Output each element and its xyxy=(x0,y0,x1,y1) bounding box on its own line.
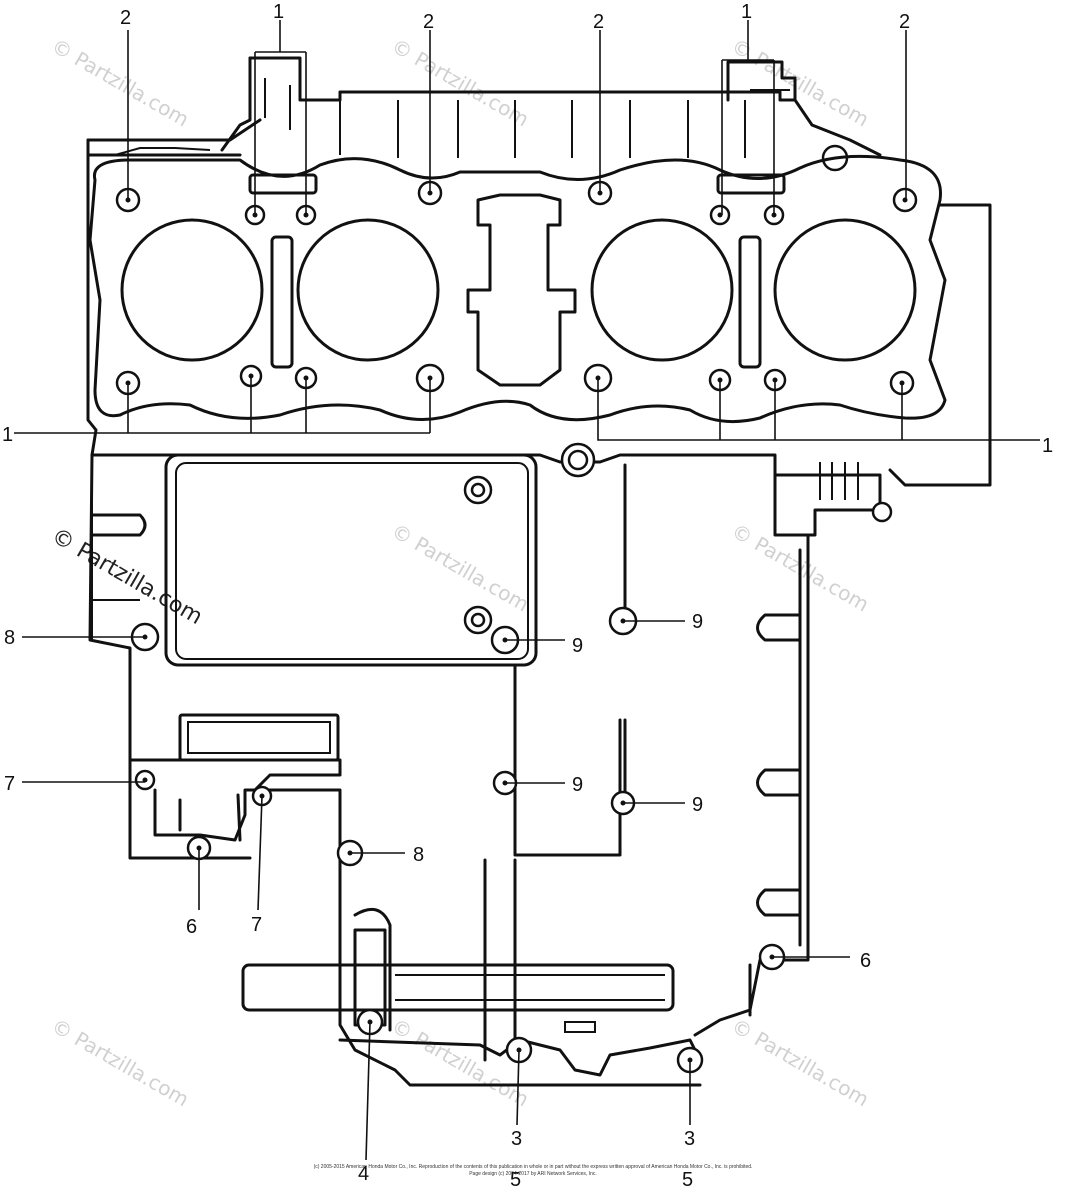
callout-5: 5 xyxy=(510,1169,521,1191)
watermark-dark: © Partzilla.com xyxy=(47,524,207,631)
watermark: © Partzilla.com xyxy=(388,1014,534,1112)
callout-2: 2 xyxy=(423,11,434,33)
leader-lines xyxy=(14,20,1040,1161)
callout-7: 7 xyxy=(4,773,15,795)
watermark: © Partzilla.com xyxy=(728,34,874,132)
callout-4: 4 xyxy=(358,1163,369,1185)
callout-5: 5 xyxy=(682,1169,693,1191)
watermark: © Partzilla.com xyxy=(48,1014,194,1112)
watermark-layer: © Partzilla.com © Partzilla.com © Partzi… xyxy=(47,34,873,1112)
callout-1: 1 xyxy=(1042,435,1053,457)
callout-1: 1 xyxy=(741,1,752,23)
callout-8: 8 xyxy=(4,627,15,649)
callout-1: 1 xyxy=(2,424,13,446)
page-design-line: Page design (c) 2004-2017 by ARI Network… xyxy=(469,1171,597,1177)
callout-3: 3 xyxy=(511,1128,522,1150)
cylinder-block xyxy=(86,56,992,860)
footer-copyright: (c) 2005-2015 American Honda Motor Co., … xyxy=(314,1164,753,1177)
callout-labels: 2 1 2 2 1 2 1 1 8 9 9 7 9 9 8 6 7 6 4 3 … xyxy=(2,1,1053,1191)
copyright-line: (c) 2005-2015 American Honda Motor Co., … xyxy=(314,1164,753,1170)
callout-9: 9 xyxy=(692,611,703,633)
callout-9: 9 xyxy=(692,794,703,816)
callout-9: 9 xyxy=(572,635,583,657)
callout-2: 2 xyxy=(120,7,131,29)
callout-7: 7 xyxy=(251,914,262,936)
watermark: © Partzilla.com xyxy=(48,34,194,132)
watermark: © Partzilla.com xyxy=(388,34,534,132)
callout-1: 1 xyxy=(273,1,284,23)
callout-9: 9 xyxy=(572,774,583,796)
watermark: © Partzilla.com xyxy=(728,1014,874,1112)
callout-3: 3 xyxy=(684,1128,695,1150)
callout-6: 6 xyxy=(860,950,871,972)
watermark: © Partzilla.com xyxy=(388,519,534,617)
callout-8: 8 xyxy=(413,844,424,866)
callout-6: 6 xyxy=(186,916,197,938)
callout-2: 2 xyxy=(899,11,910,33)
callout-2: 2 xyxy=(593,11,604,33)
lower-crankcase xyxy=(90,442,893,1087)
